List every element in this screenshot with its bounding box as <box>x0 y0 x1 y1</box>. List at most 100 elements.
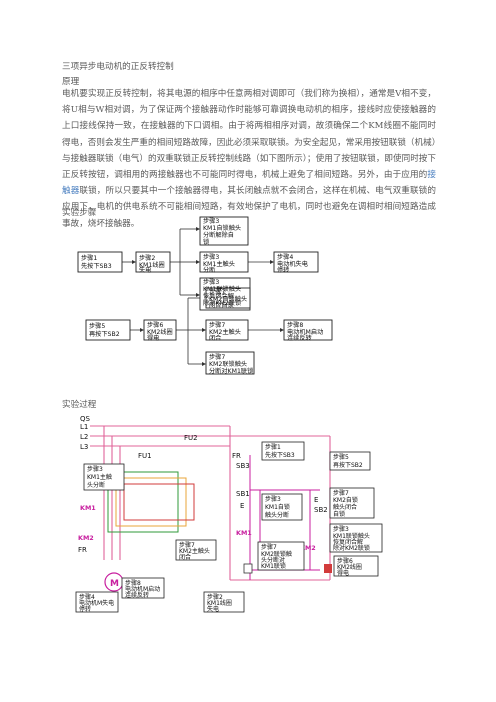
note-s4-2: 停转 <box>79 605 91 613</box>
note-s3a-2: 头分断 <box>87 481 105 489</box>
flow-step7a-2: 闭合自锁 <box>209 301 234 309</box>
note-s3b-1: KM1自锁 <box>265 503 290 511</box>
flow-step8-2: 连续反转 <box>287 334 312 342</box>
flow-step8-0: 步骤8 <box>287 321 303 329</box>
note-s8-2: 连续反转 <box>125 591 149 599</box>
note-s3b-0: 步骤3 <box>265 495 281 503</box>
note-s3c-0: 步骤3 <box>333 525 349 533</box>
flow-step2-t: 步骤2 <box>139 254 155 262</box>
note-s7a-3: 自锁 <box>333 510 345 518</box>
label-l1: L1 <box>80 423 88 431</box>
label-sb3: SB3 <box>236 462 250 470</box>
note-s5-1: 再按下SB2 <box>333 461 363 469</box>
label-qs: QS <box>80 415 91 423</box>
flow-step2-b: 失电 <box>139 266 151 274</box>
flow-step3a-0: 步骤3 <box>203 217 219 225</box>
flow-step7a-0: 步骤7 <box>209 288 225 296</box>
section-principle: 原理 <box>62 77 80 87</box>
motor-label: M <box>110 579 119 589</box>
note-s3c-2: 恢复闭合解 <box>333 538 363 546</box>
flow-step7c-0: 步骤7 <box>209 353 225 361</box>
document-title: 三项异步电动机的正反转控制 <box>62 62 174 72</box>
flow-step3b-0: 步骤3 <box>203 253 219 261</box>
coil-km2 <box>324 564 332 573</box>
note-s6-0: 步骤6 <box>337 557 353 565</box>
flow-step6-0: 步骤6 <box>147 321 163 329</box>
note-s5-0: 步骤5 <box>333 453 349 461</box>
note-s1-1: 先按下SB3 <box>265 451 295 459</box>
label-l2: L2 <box>80 433 88 441</box>
note-s3a-1: KM1主触 <box>87 473 112 481</box>
label-e2: E <box>314 496 318 504</box>
note-s7a-2: 触头闭合 <box>333 503 357 511</box>
note-s6-2: 得电 <box>337 569 349 577</box>
flow-step7a-1: KM2自锁触头 <box>209 295 247 303</box>
principle-paragraph: 电机要实现正反转控制，将其电源的相序中任意两相对调即可（我们称为换相），通常是V… <box>62 86 436 232</box>
label-km1-a: KM1 <box>80 504 96 512</box>
note-s3c-1: KM1联锁触头 <box>333 532 370 540</box>
label-sb2: SB2 <box>314 506 328 514</box>
note-s3b-2: 触头分断 <box>265 511 289 519</box>
note-s7a-0: 步骤7 <box>333 489 349 497</box>
flow-step3b-1: KM1主触头 <box>203 260 235 268</box>
note-s6-1: KM2线圈 <box>337 563 362 571</box>
note-s3a-0: 步骤3 <box>87 465 103 473</box>
flow-step7b-2: 闭合 <box>209 334 221 342</box>
flow-step7b-0: 步骤7 <box>209 321 225 329</box>
flow-step5-0: 步骤5 <box>89 322 105 330</box>
note-s3c-3: 除对KM2联锁 <box>333 544 370 552</box>
flow-step3a-1: KM1自锁触头 <box>203 224 241 232</box>
label-e1: E <box>240 502 244 510</box>
label-fu1: FU1 <box>138 452 152 460</box>
note-s4-0: 步骤4 <box>79 593 95 601</box>
flow-step4-2: 停转 <box>277 266 289 274</box>
flow-step7c-1: KM2联锁触头 <box>209 360 247 368</box>
flow-step3c-0: 步骤3 <box>203 278 219 286</box>
note-s4-1: 电动机M失电 <box>79 599 114 607</box>
flow-step4-1: 电动机失电 <box>277 260 308 268</box>
contactor-link[interactable]: 接触器 <box>62 170 436 197</box>
label-fr-ctrl: FR <box>232 452 241 460</box>
note-s8-1: 电动机M启动 <box>125 585 160 593</box>
label-sb1: SB1 <box>236 490 250 498</box>
flow-step7c-2: 分断对KM1联锁 <box>209 367 253 375</box>
label-fr-main: FR <box>78 546 87 554</box>
flow-step3c-3: 除对KM2联锁 <box>203 299 241 307</box>
flow-step3c-1: KM1联锁触头 <box>203 285 241 293</box>
note-s2-0: 步骤2 <box>207 593 223 601</box>
flow-step8-1: 电动机M启动 <box>287 328 323 336</box>
section-process: 实验过程 <box>62 400 97 410</box>
note-s7a-1: KM2自锁 <box>333 496 358 504</box>
note-s2-1: KM1线圈 <box>207 599 232 607</box>
note-s7c-3: KM1联锁 <box>261 562 286 570</box>
note-s7c-2: 头分断对 <box>261 556 285 564</box>
flow-step5-1: 再按下SB2 <box>89 330 120 338</box>
flow-step4-0: 步骤4 <box>277 253 293 261</box>
note-s8-0: 步骤8 <box>125 579 141 587</box>
note-s7c-1: KM2联锁触 <box>261 550 292 558</box>
flow-step2-m: KM1线圈 <box>139 261 165 269</box>
step-flow-diagram: 步骤1 先按下SB3 步骤2 KM1线圈 失电 步骤3 KM1自锁触头 分断解除… <box>77 216 333 375</box>
note-s1-0: 步骤1 <box>265 443 281 451</box>
circuit-diagram: M QS L1 L2 L3 FU1 FU2 FR FR SB3 SB1 SB2 … <box>75 415 383 613</box>
note-s7b-1: KM2主触头 <box>179 547 210 555</box>
flow-step3a-2: 分断解除自 <box>203 231 234 239</box>
note-s7c-0: 步骤7 <box>261 543 277 551</box>
section-steps: 实验步骤 <box>62 208 97 218</box>
flow-step6-1: KM2线圈 <box>147 328 173 336</box>
label-km2-a: KM2 <box>78 534 94 542</box>
label-l3: L3 <box>80 443 88 451</box>
note-s7b-0: 步骤7 <box>179 541 195 549</box>
note-s7b-2: 闭合 <box>179 553 191 561</box>
label-km1-b: KM1 <box>236 529 252 537</box>
flow-step1-b: 先按下SB3 <box>81 262 112 270</box>
coil-km1 <box>243 563 253 574</box>
paragraph-part-1: 电机要实现正反转控制，将其电源的相序中任意两相对调即可（我们称为换相），通常是V… <box>62 89 436 181</box>
flow-step3c-2: 恢复闭合解 <box>203 292 234 300</box>
paragraph-part-2: 联锁，所以只要其中一个接触器得电，其长闭触点就不会闭合，这样在机械、电气双重联锁… <box>62 186 436 229</box>
flow-step3a-3: 锁 <box>203 238 209 246</box>
flow-step7b-1: KM2主触头 <box>209 328 241 336</box>
flow-step1-t: 步骤1 <box>81 254 97 262</box>
label-fu2: FU2 <box>184 434 198 442</box>
